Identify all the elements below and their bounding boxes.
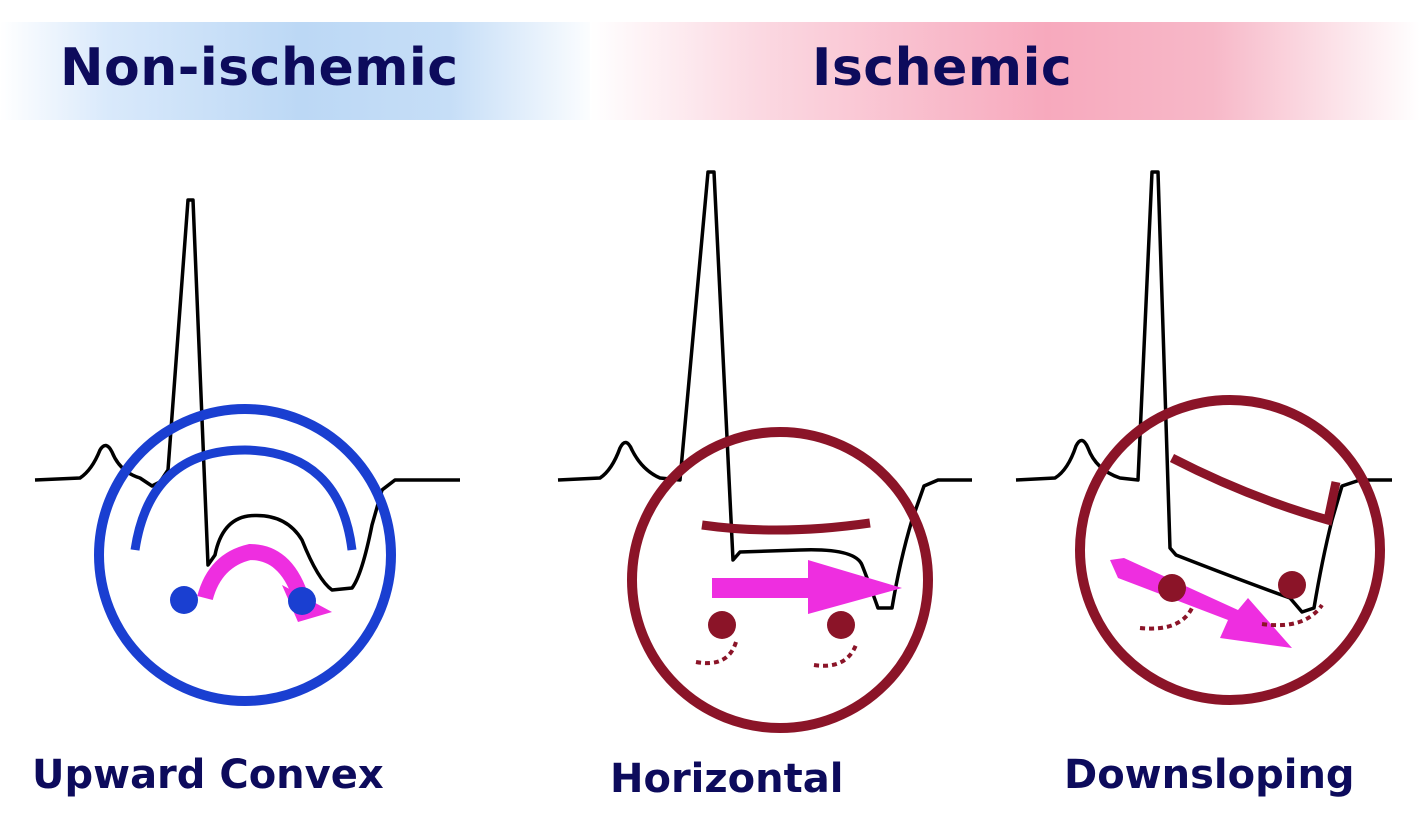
ischemic-heading: Ischemic: [812, 38, 1073, 98]
upward-convex-panel: [34, 198, 460, 706]
downsloping-panel: [1015, 170, 1392, 705]
non-ischemic-band: [0, 22, 600, 120]
blue-dot-right: [288, 587, 316, 615]
ecg-trace-downsloping: [1015, 170, 1392, 614]
ecg-trace-upward-convex: [34, 198, 460, 592]
downsloping-arrow-icon: [1110, 558, 1292, 648]
horizontal-arrow-shaft: [712, 578, 827, 598]
dotted-arc-left-horizontal: [695, 641, 738, 665]
red-circle-downsloping: [1075, 395, 1385, 705]
non-ischemic-heading: Non-ischemic: [60, 38, 459, 98]
ecg-trace-horizontal: [557, 170, 972, 610]
red-circle-horizontal: [627, 427, 933, 733]
curved-arrow-icon: [197, 543, 308, 601]
dotted-arc-right-horizontal: [813, 641, 859, 668]
dotted-arc-left-downsloping: [1139, 606, 1194, 631]
red-dot-right-downsloping: [1278, 571, 1306, 599]
blue-dot-left: [170, 586, 198, 614]
downsloping-label: Downsloping: [1064, 752, 1355, 798]
ischemic-band: [590, 22, 1420, 120]
horizontal-bar: [701, 518, 871, 535]
horizontal-label: Horizontal: [610, 756, 844, 802]
upward-convex-label: Upward Convex: [32, 752, 384, 798]
horizontal-panel: [557, 170, 972, 733]
dotted-arc-right-downsloping: [1261, 603, 1324, 628]
red-dot-right-horizontal: [827, 611, 855, 639]
blue-convex-arc: [130, 445, 357, 551]
horizontal-arrow-head-icon: [808, 560, 902, 614]
red-dot-left-downsloping: [1158, 574, 1186, 602]
downsloping-bar: [1169, 453, 1341, 526]
red-dot-left-horizontal: [708, 611, 736, 639]
blue-circle: [94, 404, 396, 706]
